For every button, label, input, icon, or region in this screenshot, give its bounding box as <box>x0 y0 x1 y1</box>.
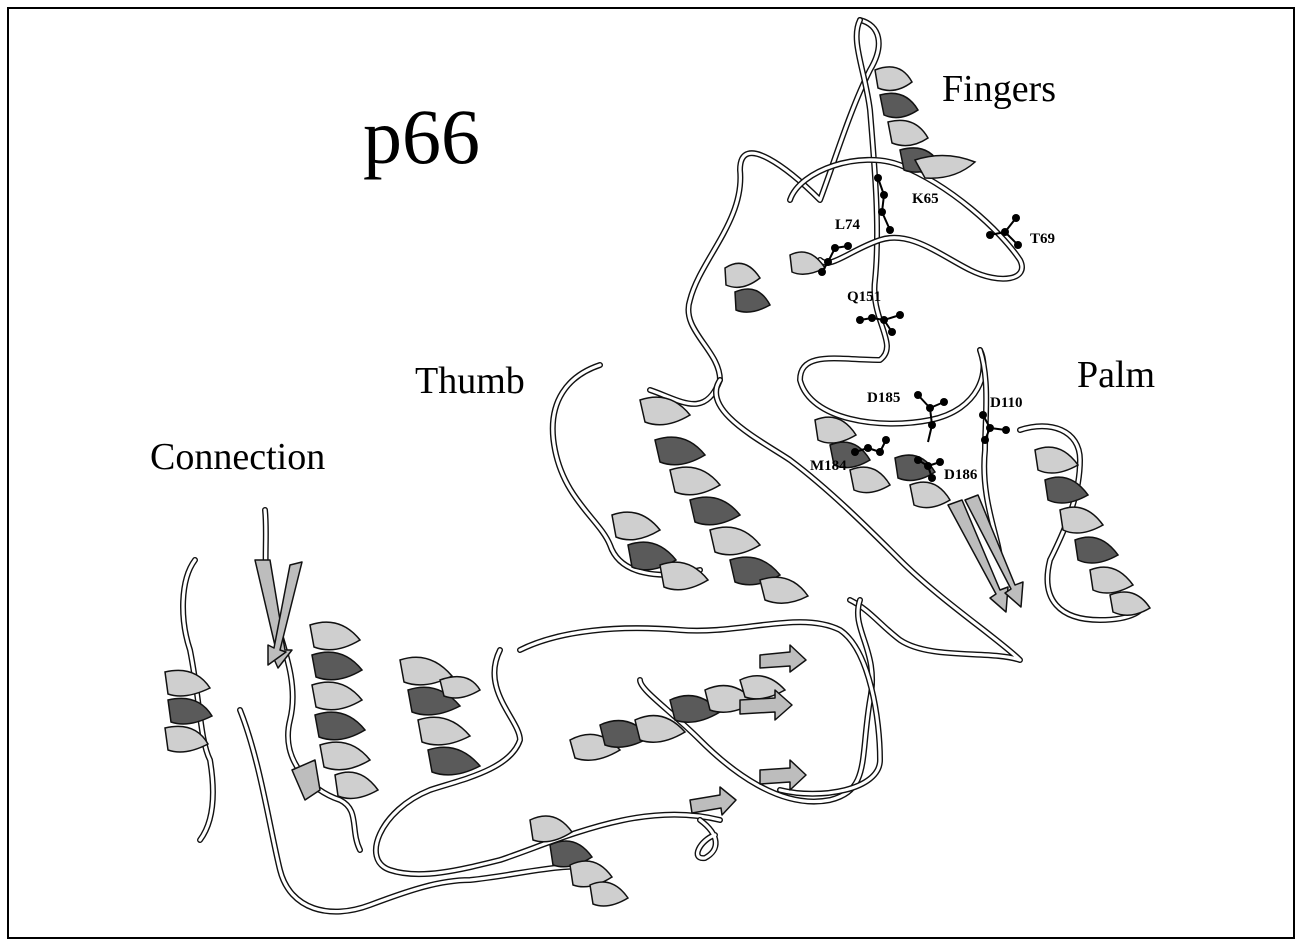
helix-connection-left <box>165 670 212 752</box>
residue-label-d110: D110 <box>990 396 1023 411</box>
fingers-domain-label: Fingers <box>942 70 1056 108</box>
coil-loops <box>183 20 1143 912</box>
helix-thumb-lower <box>612 512 708 590</box>
palm-domain-label: Palm <box>1077 356 1155 394</box>
residue-label-d186: D186 <box>944 468 977 483</box>
helix-connection-mid <box>310 622 378 798</box>
residue-label-d185: D185 <box>867 391 900 406</box>
thumb-domain-label: Thumb <box>415 362 525 400</box>
connection-domain-label: Connection <box>150 438 325 476</box>
figure-title: p66 <box>363 98 480 176</box>
helix-connection-center <box>400 657 480 775</box>
residue-label-q151: Q151 <box>847 290 881 305</box>
residue-label-m184: M184 <box>810 459 847 474</box>
helix-fingers-mid <box>725 252 825 312</box>
residue-label-t69: T69 <box>1030 232 1055 247</box>
residue-label-l74: L74 <box>835 218 860 233</box>
residue-label-k65: K65 <box>912 192 939 207</box>
helix-palm-right <box>1035 447 1150 615</box>
helix-connection-right <box>570 676 785 760</box>
